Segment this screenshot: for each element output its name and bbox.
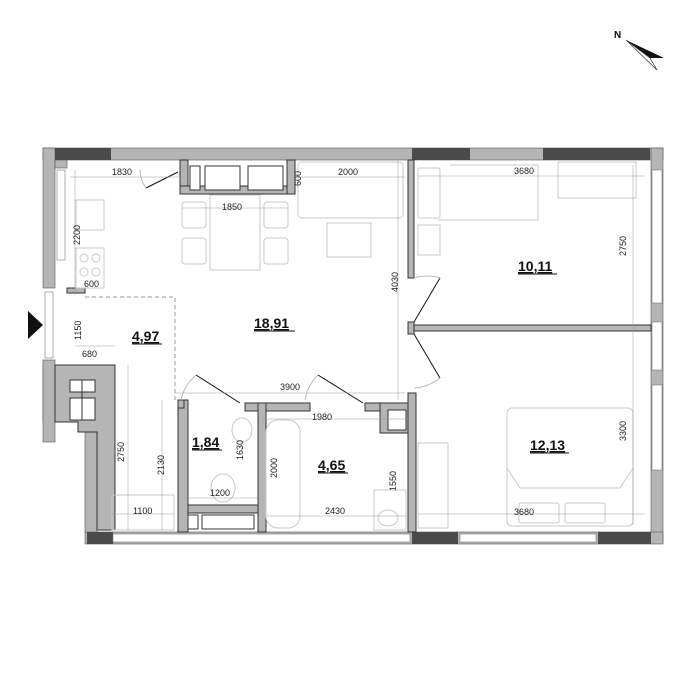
dim-wc-width: 1200	[210, 488, 230, 498]
hallway-boundary	[85, 296, 176, 400]
dim-hall-lower: 2130	[156, 455, 166, 475]
furniture	[75, 161, 637, 531]
dim-sofa-depth: 600	[293, 171, 303, 186]
entrance-arrow-icon	[28, 311, 43, 339]
dimension-lines	[70, 160, 645, 530]
room-area-bedroom-2: 12,13	[530, 437, 565, 453]
north-compass-icon: N	[614, 30, 664, 71]
dim-bath-width-bottom: 2430	[325, 506, 345, 516]
doors	[139, 169, 441, 404]
north-label: N	[614, 30, 621, 41]
dim-hall-width: 680	[82, 349, 97, 359]
interior-walls	[66, 159, 652, 533]
dark-wall-segments	[55, 148, 651, 544]
room-area-living: 18,91	[254, 315, 289, 331]
room-area-bedroom-1: 10,11	[518, 258, 552, 274]
dim-bedroom2-depth: 3300	[618, 421, 628, 441]
dim-bath-right: 1550	[388, 471, 398, 491]
dim-bedroom2-width: 3680	[514, 507, 534, 517]
dim-living-width: 3900	[280, 382, 300, 392]
windows	[44, 169, 663, 543]
dim-wc-depth: 1630	[235, 440, 245, 460]
room-area-bathroom: 4,65	[318, 457, 345, 473]
dim-bath-width-top: 1980	[312, 412, 332, 422]
dim-hall-bottom: 1100	[133, 506, 152, 516]
dim-counter: 600	[84, 279, 99, 289]
room-area-wc: 1,84	[192, 434, 219, 450]
dim-living-depth: 4030	[390, 272, 400, 292]
dim-kitchen-width: 1830	[112, 167, 132, 177]
dim-sofa-width: 2000	[338, 167, 358, 177]
dim-bedroom1-width: 3680	[514, 166, 534, 176]
utility-shaft	[54, 364, 116, 531]
room-area-hallway: 4,97	[132, 328, 159, 344]
dim-hall-top: 1150	[73, 321, 83, 340]
dim-bath-tub: 2000	[269, 458, 279, 478]
dim-hall-depth: 2750	[116, 442, 126, 462]
exterior-walls	[42, 147, 664, 545]
dim-table: 1850	[222, 202, 242, 212]
dim-kitchen-depth: 2200	[72, 225, 82, 245]
dim-bedroom1-depth: 2750	[618, 236, 628, 256]
